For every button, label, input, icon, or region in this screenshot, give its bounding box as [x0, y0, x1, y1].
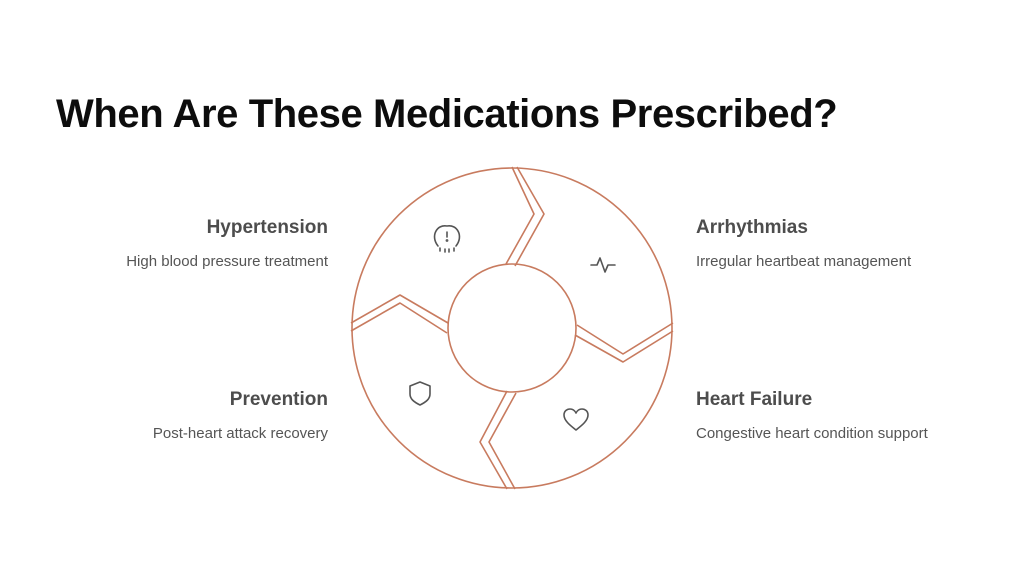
- cycle-separator-left: [350, 302, 448, 334]
- label-hypertension-description: High blood pressure treatment: [126, 253, 328, 270]
- label-heart-failure-title: Heart Failure: [696, 389, 813, 410]
- label-arrhythmias-description: Irregular heartbeat management: [696, 253, 912, 270]
- label-prevention: Prevention Post-heart attack recovery: [28, 388, 328, 444]
- cycle-separator-right: [574, 330, 674, 363]
- cycle-diagram: [350, 166, 674, 490]
- heartbeat-pulse-icon: [590, 257, 616, 273]
- page-title: When Are These Medications Prescribed?: [56, 92, 838, 136]
- label-hypertension: Hypertension High blood pressure treatme…: [28, 216, 328, 272]
- shield-icon: [409, 381, 431, 406]
- cycle-separator-top: [505, 166, 535, 265]
- cycle-separator-left: [350, 294, 449, 324]
- label-prevention-title: Prevention: [229, 389, 328, 410]
- cycle-outer-ring: [351, 167, 673, 489]
- cycle-separator-top: [514, 166, 545, 267]
- label-arrhythmias: Arrhythmias Irregular heartbeat manageme…: [696, 216, 996, 272]
- pressure-gauge-icon: [433, 225, 461, 253]
- cycle-separator-bottom: [488, 392, 517, 490]
- cycle-separator-bottom: [479, 390, 508, 490]
- cycle-inner-hub: [447, 263, 577, 393]
- label-hypertension-title: Hypertension: [206, 217, 328, 238]
- label-heart-failure: Heart Failure Congestive heart condition…: [696, 388, 996, 444]
- label-arrhythmias-title: Arrhythmias: [696, 217, 808, 238]
- cycle-separator-right: [576, 322, 674, 355]
- label-heart-failure-description: Congestive heart condition support: [696, 425, 928, 442]
- heart-icon: [563, 408, 589, 431]
- label-prevention-description: Post-heart attack recovery: [152, 425, 328, 442]
